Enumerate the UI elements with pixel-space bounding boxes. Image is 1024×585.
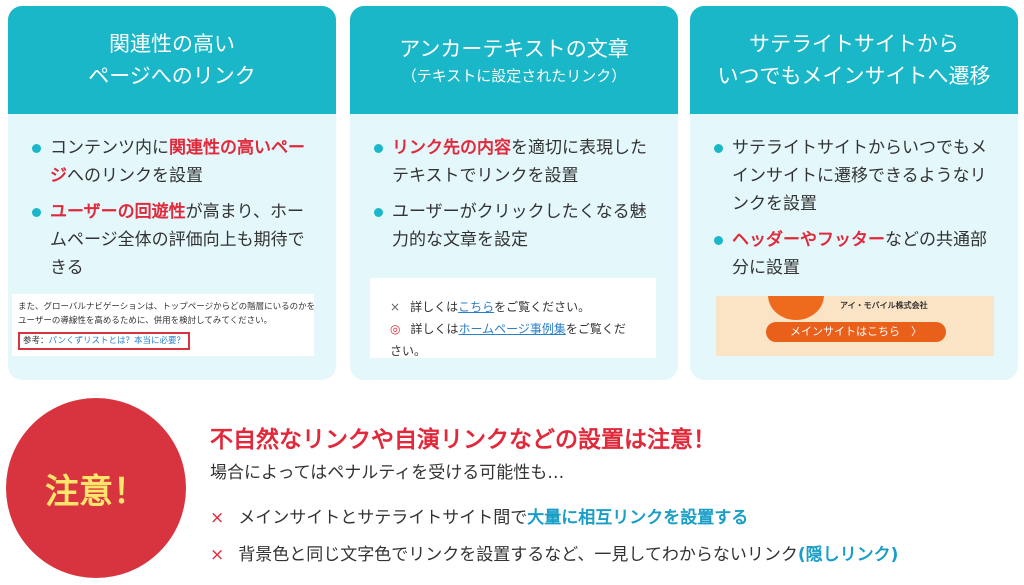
warning-badge: 注意！	[6, 398, 186, 578]
card-anchor-text: アンカーテキストの文章 （テキストに設定されたリンク） リンク先の内容を適切に表現…	[350, 6, 678, 380]
bullet: コンテンツ内に関連性の高いページへのリンクを設置	[32, 134, 318, 190]
example-banner: アイ・モバイル株式会社 メインサイトはこちら 〉	[716, 296, 994, 356]
cross-icon: ×	[210, 508, 225, 528]
main-site-button: メインサイトはこちら 〉	[766, 322, 946, 342]
warning-item: ×背景色と同じ文字色でリンクを設置するなど、一見してわからないリンク(隠しリンク…	[210, 545, 899, 565]
card-title: サテライトサイトから	[749, 32, 959, 56]
example-link: パンくずリストとは？本当に必要？	[48, 336, 185, 346]
bullet: サテライトサイトからいつでもメインサイトに遷移できるようなリンクを設置	[714, 134, 1000, 218]
card-title: いつでもメインサイトへ遷移	[717, 64, 991, 88]
cross-icon: ×	[210, 545, 225, 565]
card-header: サテライトサイトからいつでもメインサイトへ遷移	[690, 6, 1018, 114]
card-satellite: サテライトサイトからいつでもメインサイトへ遷移 サテライトサイトからいつでもメイ…	[690, 6, 1018, 380]
example-link: ホームページ事例集	[458, 322, 566, 336]
bullet: リンク先の内容を適切に表現したテキストでリンクを設置	[374, 134, 660, 190]
card-header: アンカーテキストの文章 （テキストに設定されたリンク）	[350, 6, 678, 114]
card-title: ページへのリンク	[88, 64, 256, 88]
card-header: 関連性の高いページへのリンク	[8, 6, 336, 114]
example-box: ×詳しくはこちらをご覧ください。 ◎詳しくはホームページ事例集をご覧ください。	[370, 278, 656, 358]
example-link: こちら	[458, 300, 495, 314]
card-subtitle: （テキストに設定されたリンク）	[401, 67, 627, 85]
card-title: 関連性の高い	[109, 32, 235, 56]
bullet: ユーザーがクリックしたくなる魅力的な文章を設定	[374, 198, 660, 254]
warning-title: 不自然なリンクや自演リンクなどの設置は注意！	[210, 427, 716, 453]
card-related-pages: 関連性の高いページへのリンク コンテンツ内に関連性の高いページへのリンクを設置 …	[8, 6, 336, 380]
example-screenshot: また、グローバルナビゲーションは、トップページからどの階層にいるのかを示しユーザ…	[12, 294, 314, 356]
warning-item: ×メインサイトとサテライトサイト間で大量に相互リンクを設置する	[210, 508, 749, 528]
warning-subtitle: 場合によってはペナルティを受ける可能性も…	[210, 463, 565, 483]
logo-circle	[768, 296, 824, 320]
bullet: ヘッダーやフッターなどの共通部分に設置	[714, 226, 1000, 282]
card-title: アンカーテキストの文章	[399, 37, 629, 61]
bullet: ユーザーの回遊性が高まり、ホームページ全体の評価向上も期待できる	[32, 198, 318, 282]
